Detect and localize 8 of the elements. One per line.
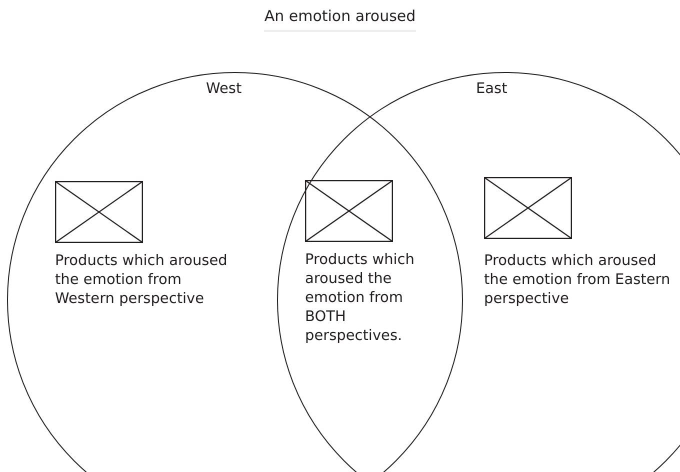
circle-heading: East: [476, 81, 508, 97]
circle-description: Products which aroused the emotion from Eastern perspective: [484, 252, 672, 309]
diagram-title: An emotion aroused: [264, 7, 416, 32]
venn-circle: [277, 72, 680, 472]
circle-description: Products which aroused the emotion from Western perspective: [55, 252, 228, 309]
overlap-description: Products which aroused the emotion from BOTH perspectives.: [305, 251, 415, 346]
circle-heading: West: [206, 81, 242, 97]
venn-circle: [7, 72, 463, 472]
